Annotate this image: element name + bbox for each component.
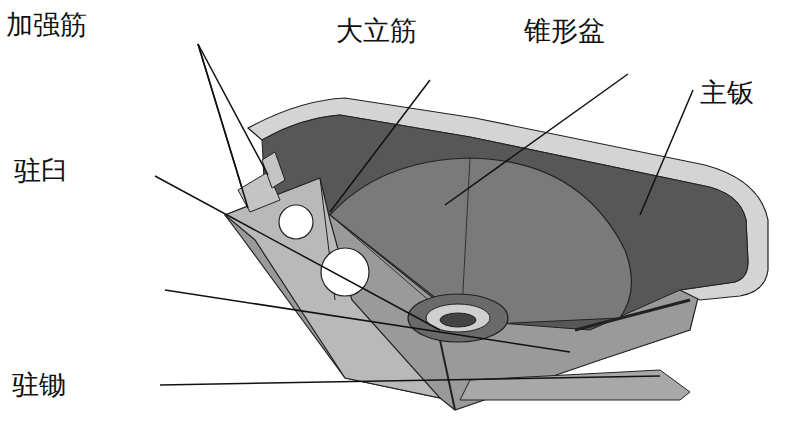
part-label: 驻臼 (14, 156, 68, 186)
part-label: 加强筋 (6, 10, 87, 40)
part-label: 锥形盆 (524, 16, 605, 46)
part-label: 大立筋 (336, 16, 417, 46)
part-label: 主钣 (700, 78, 754, 108)
part-label: 驻锄 (12, 370, 66, 400)
